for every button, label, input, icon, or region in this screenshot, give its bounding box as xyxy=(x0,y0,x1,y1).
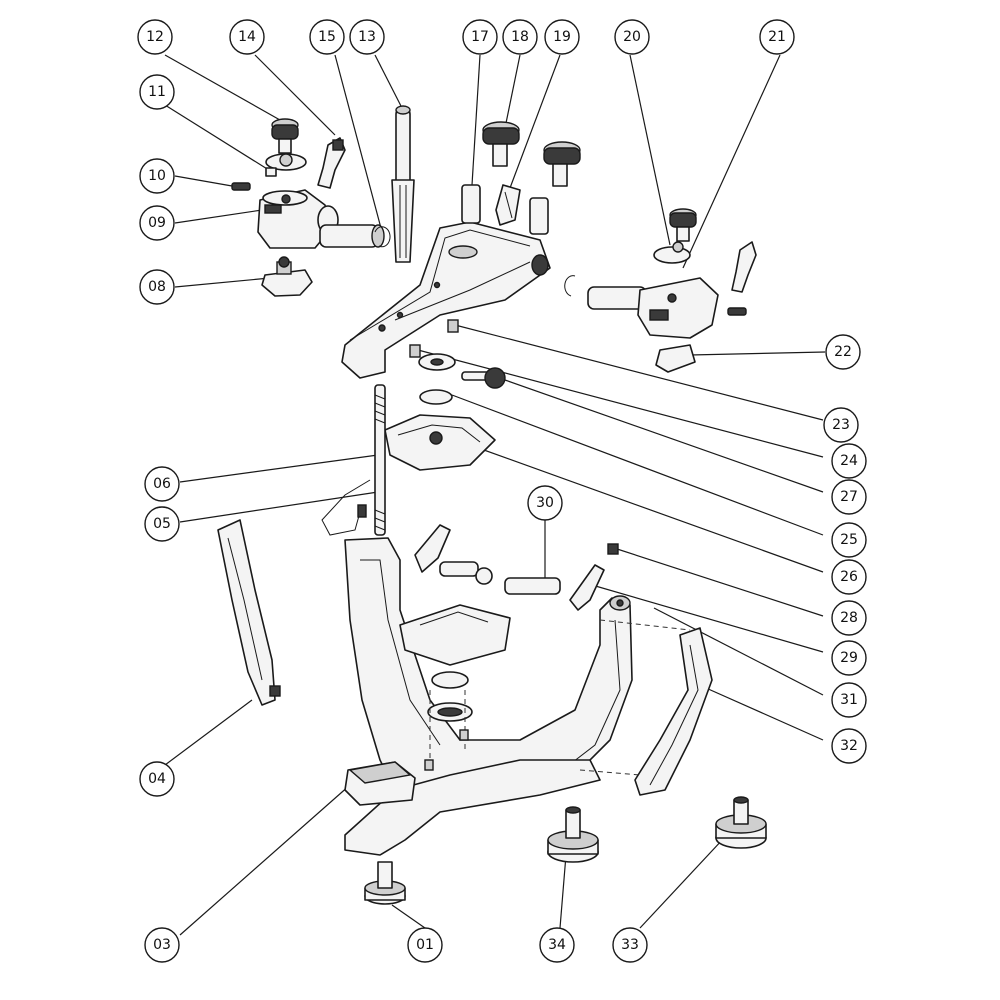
callout-34: 34 xyxy=(539,927,575,963)
callout-32: 32 xyxy=(831,728,867,764)
callout-31: 31 xyxy=(831,682,867,718)
foot-34 xyxy=(547,806,599,863)
svg-text:06: 06 xyxy=(153,476,171,492)
side-arm-right xyxy=(634,627,713,796)
left-upper-parts xyxy=(231,118,346,191)
svg-text:25: 25 xyxy=(840,532,858,548)
callout-22: 22 xyxy=(825,334,861,370)
svg-text:28: 28 xyxy=(840,610,858,626)
svg-text:26: 26 xyxy=(840,569,858,585)
callout-14: 14 xyxy=(229,19,265,55)
callout-21: 21 xyxy=(759,19,795,55)
callout-04: 04 xyxy=(139,761,175,797)
callout-06: 06 xyxy=(144,466,180,502)
svg-text:33: 33 xyxy=(621,937,639,953)
callout-15: 15 xyxy=(309,19,345,55)
support-rod xyxy=(321,384,386,536)
svg-text:10: 10 xyxy=(148,168,166,184)
callout-23: 23 xyxy=(823,407,859,443)
svg-text:24: 24 xyxy=(840,453,858,469)
leader-lines xyxy=(164,54,826,936)
svg-text:30: 30 xyxy=(536,495,554,511)
svg-text:09: 09 xyxy=(148,215,166,231)
svg-text:03: 03 xyxy=(153,937,171,953)
callout-08: 08 xyxy=(139,269,175,305)
callout-25: 25 xyxy=(831,522,867,558)
callout-19: 19 xyxy=(544,19,580,55)
svg-text:04: 04 xyxy=(148,771,166,787)
lower-mounting-table xyxy=(399,604,511,771)
svg-text:32: 32 xyxy=(840,738,858,754)
side-arm-left xyxy=(217,519,281,706)
callout-09: 09 xyxy=(139,205,175,241)
svg-text:08: 08 xyxy=(148,279,166,295)
callout-26: 26 xyxy=(831,559,867,595)
svg-text:21: 21 xyxy=(768,29,786,45)
svg-text:34: 34 xyxy=(548,937,566,953)
svg-text:27: 27 xyxy=(840,489,858,505)
incisal-table-parts xyxy=(384,319,506,471)
svg-text:15: 15 xyxy=(318,29,336,45)
callout-30: 30 xyxy=(527,485,563,521)
incisal-pin xyxy=(391,105,415,263)
callout-12: 12 xyxy=(137,19,173,55)
callout-33: 33 xyxy=(612,927,648,963)
callout-11: 11 xyxy=(139,74,175,110)
svg-text:12: 12 xyxy=(146,29,164,45)
center-shaft xyxy=(414,524,691,776)
callout-05: 05 xyxy=(144,506,180,542)
foot-33 xyxy=(715,796,767,849)
right-condylar-housing xyxy=(564,208,757,373)
callout-27: 27 xyxy=(831,479,867,515)
svg-text:11: 11 xyxy=(148,84,166,100)
svg-text:31: 31 xyxy=(840,692,858,708)
svg-text:19: 19 xyxy=(553,29,571,45)
left-condylar-housing xyxy=(257,189,391,249)
svg-text:05: 05 xyxy=(153,516,171,532)
callout-13: 13 xyxy=(349,19,385,55)
svg-text:22: 22 xyxy=(834,344,852,360)
svg-text:20: 20 xyxy=(623,29,641,45)
svg-text:23: 23 xyxy=(832,417,850,433)
callout-17: 17 xyxy=(462,19,498,55)
lower-base xyxy=(344,759,601,856)
svg-text:01: 01 xyxy=(416,937,434,953)
callout-03: 03 xyxy=(144,927,180,963)
upper-center-parts xyxy=(461,121,581,235)
svg-text:18: 18 xyxy=(511,29,529,45)
foot-01 xyxy=(364,861,406,905)
svg-text:29: 29 xyxy=(840,650,858,666)
callout-28: 28 xyxy=(831,600,867,636)
callout-18: 18 xyxy=(502,19,538,55)
part-08 xyxy=(261,256,313,297)
callout-24: 24 xyxy=(831,443,867,479)
svg-text:13: 13 xyxy=(358,29,376,45)
callout-29: 29 xyxy=(831,640,867,676)
svg-text:14: 14 xyxy=(238,29,256,45)
callout-01: 01 xyxy=(407,927,443,963)
svg-text:17: 17 xyxy=(471,29,489,45)
callout-10: 10 xyxy=(139,158,175,194)
upper-bow xyxy=(341,221,551,379)
callout-20: 20 xyxy=(614,19,650,55)
